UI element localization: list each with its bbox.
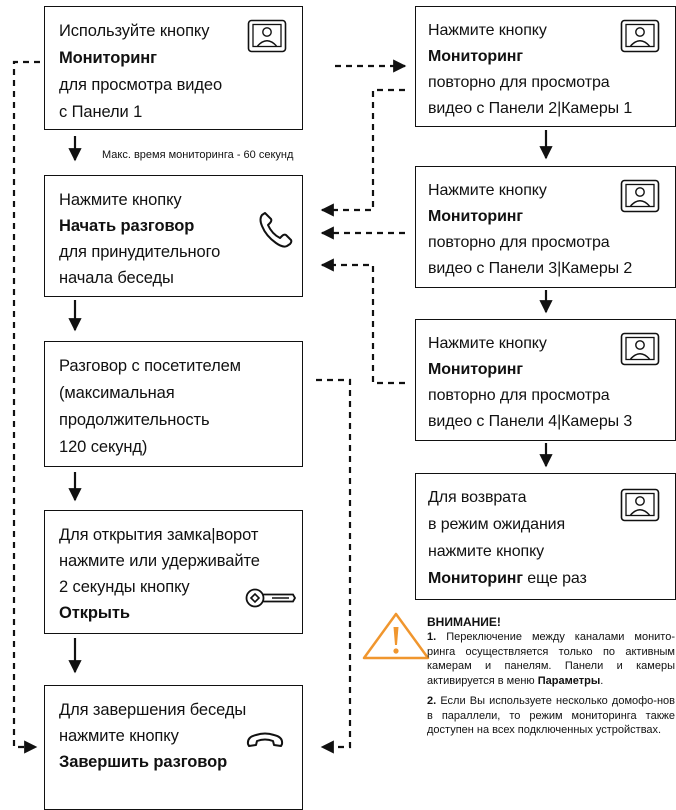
warning-text: Переключение между каналами монито-ринга… xyxy=(427,631,675,687)
key-icon xyxy=(245,588,297,608)
step-text-line: (максимальная xyxy=(59,384,175,402)
bold-keyword: Мониторинг xyxy=(428,570,523,587)
step-box-conversation: Разговор с посетителем (максимальная про… xyxy=(44,341,303,467)
step-text-line: Нажмите кнопку xyxy=(428,335,547,352)
step-text-line: Для открытия замка|ворот xyxy=(59,526,259,544)
step-box-end-call: Для завершения беседы нажмите кнопку Зав… xyxy=(44,685,303,810)
step-text-line: повторно для просмотра xyxy=(428,234,610,251)
warning-title: ВНИМАНИЕ! xyxy=(427,615,501,629)
monitor-icon xyxy=(247,19,287,53)
step-text-line: Нажмите кнопку xyxy=(428,22,547,39)
step-text-line: Для завершения беседы xyxy=(59,701,247,719)
warning-icon xyxy=(362,612,430,660)
step-text-line: Нажмите кнопку xyxy=(59,191,182,209)
step-text-line: Завершить разговор xyxy=(59,753,228,771)
step-text-line: нажмите кнопку xyxy=(428,543,545,560)
step-box-monitor-panel-4: Нажмите кнопку Мониторинг повторно для п… xyxy=(415,319,676,441)
step-box-monitor-panel-2: Нажмите кнопку Мониторинг повторно для п… xyxy=(415,6,676,127)
step-text-line: Мониторинг xyxy=(428,48,523,65)
step-box-monitor-panel-3: Нажмите кнопку Мониторинг повторно для п… xyxy=(415,166,676,288)
monitor-icon xyxy=(620,488,660,522)
step-box-open-lock: Для открытия замка|ворот нажмите или уде… xyxy=(44,510,303,634)
step-text-line: нажмите или удерживайте xyxy=(59,552,260,570)
warning-text: Если Вы используете несколько домофо-нов… xyxy=(427,695,675,736)
warning-num: 1. xyxy=(427,631,437,643)
step-text-line: с Панели 1 xyxy=(59,103,143,121)
step-text-line: повторно для просмотра xyxy=(428,387,610,404)
monitor-icon xyxy=(620,332,660,366)
monitor-icon xyxy=(620,19,660,53)
step-text-line: Начать разговор xyxy=(59,217,195,235)
step-text-line: повторно для просмотра xyxy=(428,74,610,91)
step-box-monitoring: Используйте кнопку Мониторинг для просмо… xyxy=(44,6,303,130)
monitor-icon xyxy=(620,179,660,213)
step-text-line: Мониторинг xyxy=(428,208,523,225)
step-box-return-standby: Для возврата в режим ожидания нажмите кн… xyxy=(415,473,676,600)
step-text-line: Для возврата xyxy=(428,489,527,506)
dashed-loop-left xyxy=(12,60,40,754)
dashed-to-end xyxy=(316,378,352,754)
step-text-line: для принудительного xyxy=(59,243,221,261)
step-text-line: продолжительность xyxy=(59,411,210,429)
step-text-line: Используйте кнопку xyxy=(59,22,210,40)
step-text-line: видео с Панели 2|Камеры 1 xyxy=(428,100,633,117)
step-text-line: начала беседы xyxy=(59,269,174,287)
warning-text-end: . xyxy=(600,674,604,687)
hang-up-icon xyxy=(246,732,284,747)
step-text-line: 120 секунд) xyxy=(59,438,148,456)
dashed-return-3 xyxy=(320,258,405,385)
warning-num: 2. xyxy=(427,695,437,707)
warning-link-params: Параметры xyxy=(537,674,601,687)
step-text-line: видео с Панели 4|Камеры 3 xyxy=(428,413,633,430)
step-text-line: 2 секунды кнопку xyxy=(59,578,190,596)
step-text-line: для просмотра видео xyxy=(59,76,223,94)
monitoring-time-note: Макс. время мониторинга - 60 секунд xyxy=(102,149,294,161)
step-text-line: Мониторинг xyxy=(428,361,523,378)
step-text-line: Нажмите кнопку xyxy=(428,182,547,199)
trailing-text: еще раз xyxy=(522,570,587,587)
step-text-line: Мониторинг xyxy=(59,49,157,67)
step-text-line: видео с Панели 3|Камеры 2 xyxy=(428,260,633,277)
step-text-line: в режим ожидания xyxy=(428,516,566,533)
step-text-line: Открыть xyxy=(59,604,130,622)
phone-handset-icon xyxy=(259,212,293,248)
step-text-line: Разговор с посетителем xyxy=(59,357,241,375)
warning-paragraph-1: 1. Переключение между каналами монито-ри… xyxy=(427,630,675,688)
warning-paragraph-2: 2. Если Вы используете несколько домофо-… xyxy=(427,694,675,738)
dashed-return-1 xyxy=(320,88,405,217)
step-text-line-mixed: Мониторинг еще раз xyxy=(428,567,587,591)
step-box-start-call: Нажмите кнопку Начать разговор для прину… xyxy=(44,175,303,297)
step-text-line: нажмите кнопку xyxy=(59,727,179,745)
